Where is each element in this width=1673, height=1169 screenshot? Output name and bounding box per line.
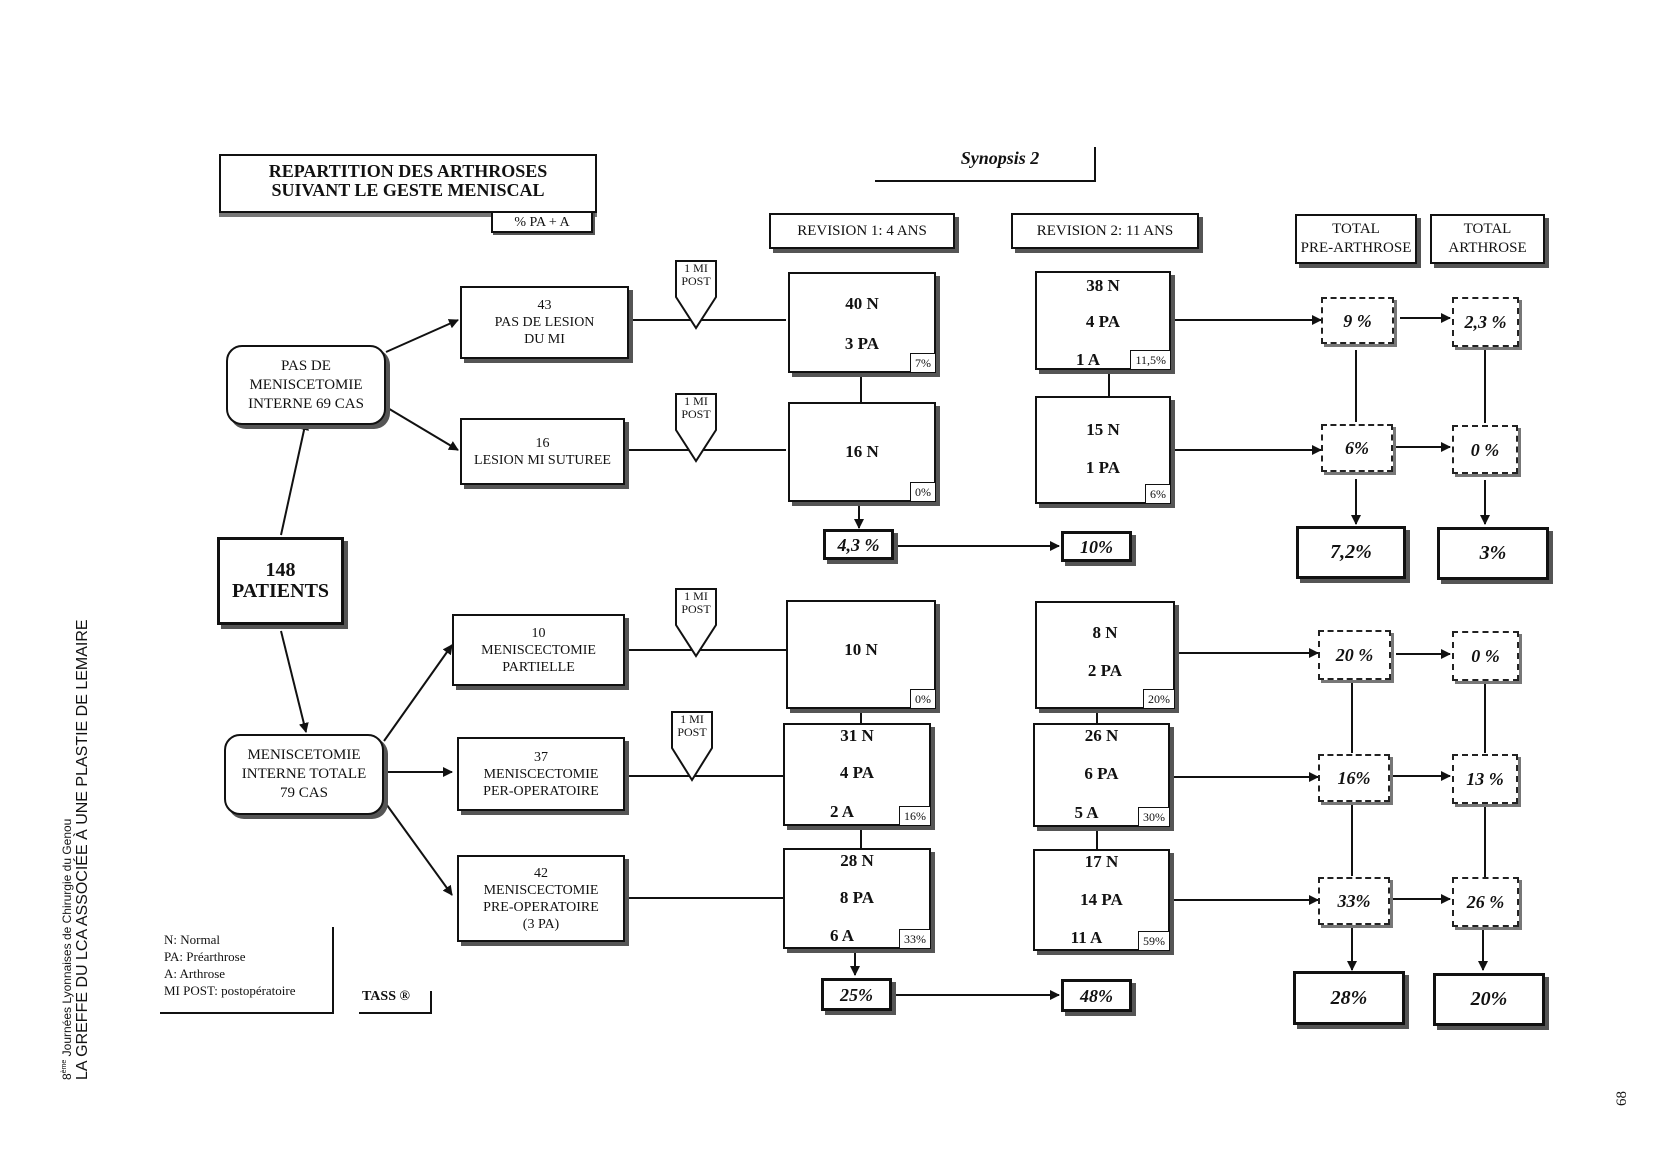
total-arth-pre-operative: 26 % [1452,877,1519,927]
summary-lower-rev1: 25% [821,978,892,1011]
total-arth-sutured: 0 % [1452,425,1518,474]
total-arth-per-operative: 13 % [1452,754,1518,804]
synopsis-label: Synopsis 2 [960,148,1040,168]
total-pre-sutured: 6% [1321,424,1393,472]
conference-title: 8ème Journées Lyonnaises de Chirurgie du… [60,818,74,1080]
page-number: 68 [1614,1091,1630,1106]
total-menisc-to-pre-op-arrow [383,800,453,896]
total-arth-lower-sum: 20% [1433,973,1545,1026]
mi-post-marker-2 [675,393,717,463]
total-pre-partial: 20 % [1318,630,1391,680]
rev1-no-lesion: 40 N 3 PA 7% [788,272,936,373]
total-pre-upper-sum: 7,2% [1296,526,1406,579]
legend-mi-post: MI POST: postopératoire [164,983,296,998]
legend: N: Normal PA: Préarthrose A: Arthrose MI… [164,931,296,999]
rev2-pre-operative-pct: 59% [1138,931,1170,951]
rev2-per-operative-pct: 30% [1138,807,1170,827]
root-to-total-menisc-arrow [280,630,309,733]
title-tag: % PA + A [491,211,593,233]
summary-upper-rev1: 4,3 % [823,529,894,560]
rev1-partial-pct: 0% [910,689,936,709]
no-menisc-to-no-lesion-arrow [385,319,459,353]
rev2-pre-operative: 17 N 14 PA 11 A 59% [1033,849,1170,951]
total-arth-upper-sum: 3% [1437,527,1549,580]
root-to-no-menisc-arrow [280,420,309,536]
no-menisc-to-sutured-arrow [385,406,459,451]
rev1-per-operative: 31 N 4 PA 2 A 16% [783,723,931,826]
rev1-pre-operative: 28 N 8 PA 6 A 33% [783,848,931,949]
total-pre-lower-sum: 28% [1293,971,1405,1025]
summary-lower-rev2: 48% [1061,979,1132,1012]
legend-prearthrose: PA: Préarthrose [164,949,246,964]
total-pre-no-lesion: 9 % [1321,297,1394,344]
mi-post-marker-3 [675,588,717,658]
header-revision1: REVISION 1: 4 ANS [769,213,955,249]
rev1-sutured-pct: 0% [910,482,936,502]
mi-post-marker-4 [671,711,713,782]
synopsis-corner [875,147,1096,182]
rev1-partial: 10 N 0% [786,600,936,709]
rev2-sutured-pct: 6% [1145,484,1171,504]
conference-sidebar: 8ème Journées Lyonnaises de Chirurgie du… [58,619,92,1080]
legend-arthrose: A: Arthrose [164,966,226,981]
rev2-no-lesion-pct: 11,5% [1130,350,1171,370]
rev2-per-operative: 26 N 6 PA 5 A 30% [1033,723,1170,827]
total-pre-per-operative: 16% [1318,754,1390,802]
rev1-sutured: 16 N 0% [788,402,936,502]
diagram-title: REPARTITION DES ARTHROSES SUIVANT LE GES… [219,154,597,213]
rev2-no-lesion: 38 N 4 PA 1 A 11,5% [1035,271,1171,370]
total-arth-partial: 0 % [1452,631,1519,681]
total-pre-pre-operative: 33% [1318,877,1390,925]
publication-title: LA GREFFE DU LCA ASSOCIÉE À UNE PLASTIE … [74,619,91,1080]
rev2-sutured: 15 N 1 PA 6% [1035,396,1171,504]
total-menisc-to-partial-arrow [383,644,453,742]
total-arth-no-lesion: 2,3 % [1452,297,1519,347]
rev2-partial-pct: 20% [1143,689,1175,709]
rev1-per-operative-pct: 16% [899,806,931,826]
legend-normal: N: Normal [164,932,220,947]
rev2-partial: 8 N 2 PA 20% [1035,601,1175,709]
header-revision2: REVISION 2: 11 ANS [1011,213,1199,249]
mi-post-marker-1 [675,260,717,330]
rev1-no-lesion-pct: 7% [910,353,936,373]
summary-upper-rev2: 10% [1061,531,1132,562]
rev1-pre-operative-pct: 33% [899,929,931,949]
tass-label: TASS ® [362,989,410,1004]
legend-corner [160,927,334,1014]
tass-corner [359,991,432,1014]
